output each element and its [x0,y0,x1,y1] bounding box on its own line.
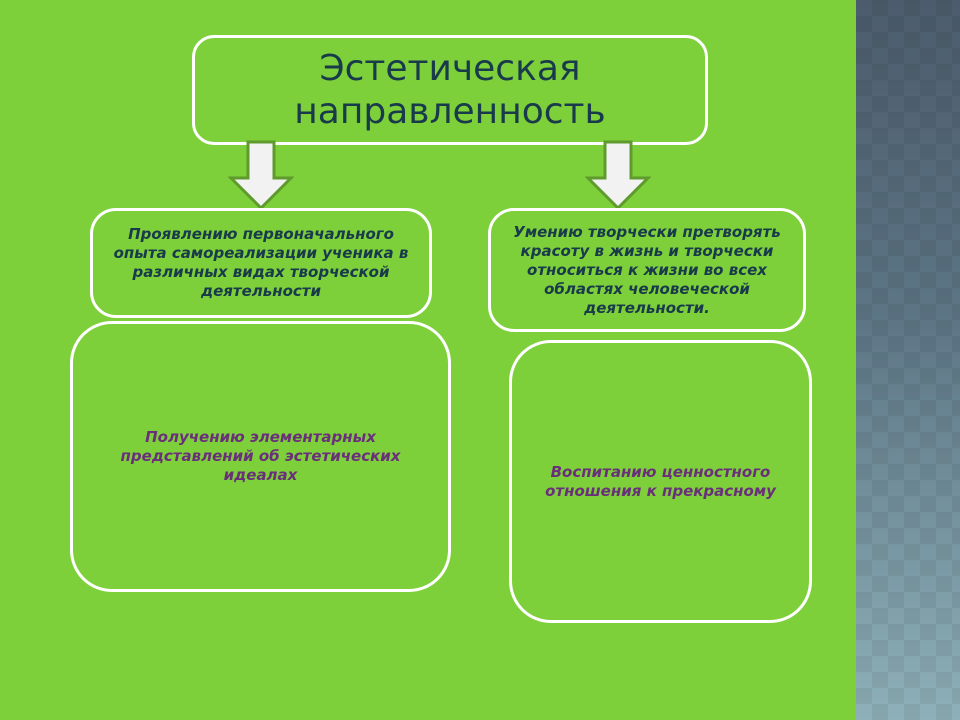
right-bottom-text: Воспитанию ценностного отношения к прекр… [545,462,776,500]
title-box: Эстетическая направленность [192,35,708,145]
arrow-down-icon [228,140,294,210]
title-text: Эстетическая направленность [294,48,606,132]
arrow-down-icon [585,140,651,210]
right-top-box: Умению творчески претворять красоту в жи… [488,208,806,332]
right-bottom-box: Воспитанию ценностного отношения к прекр… [509,340,812,623]
left-top-text: Проявлению первоначального опыта самореа… [113,225,409,300]
left-bottom-box: Получению элементарных представлений об … [70,321,451,592]
left-bottom-text: Получению элементарных представлений об … [120,428,401,484]
decorative-side-panel [856,0,960,720]
right-top-text: Умению творчески претворять красоту в жи… [513,222,781,317]
left-top-box: Проявлению первоначального опыта самореа… [90,208,432,318]
